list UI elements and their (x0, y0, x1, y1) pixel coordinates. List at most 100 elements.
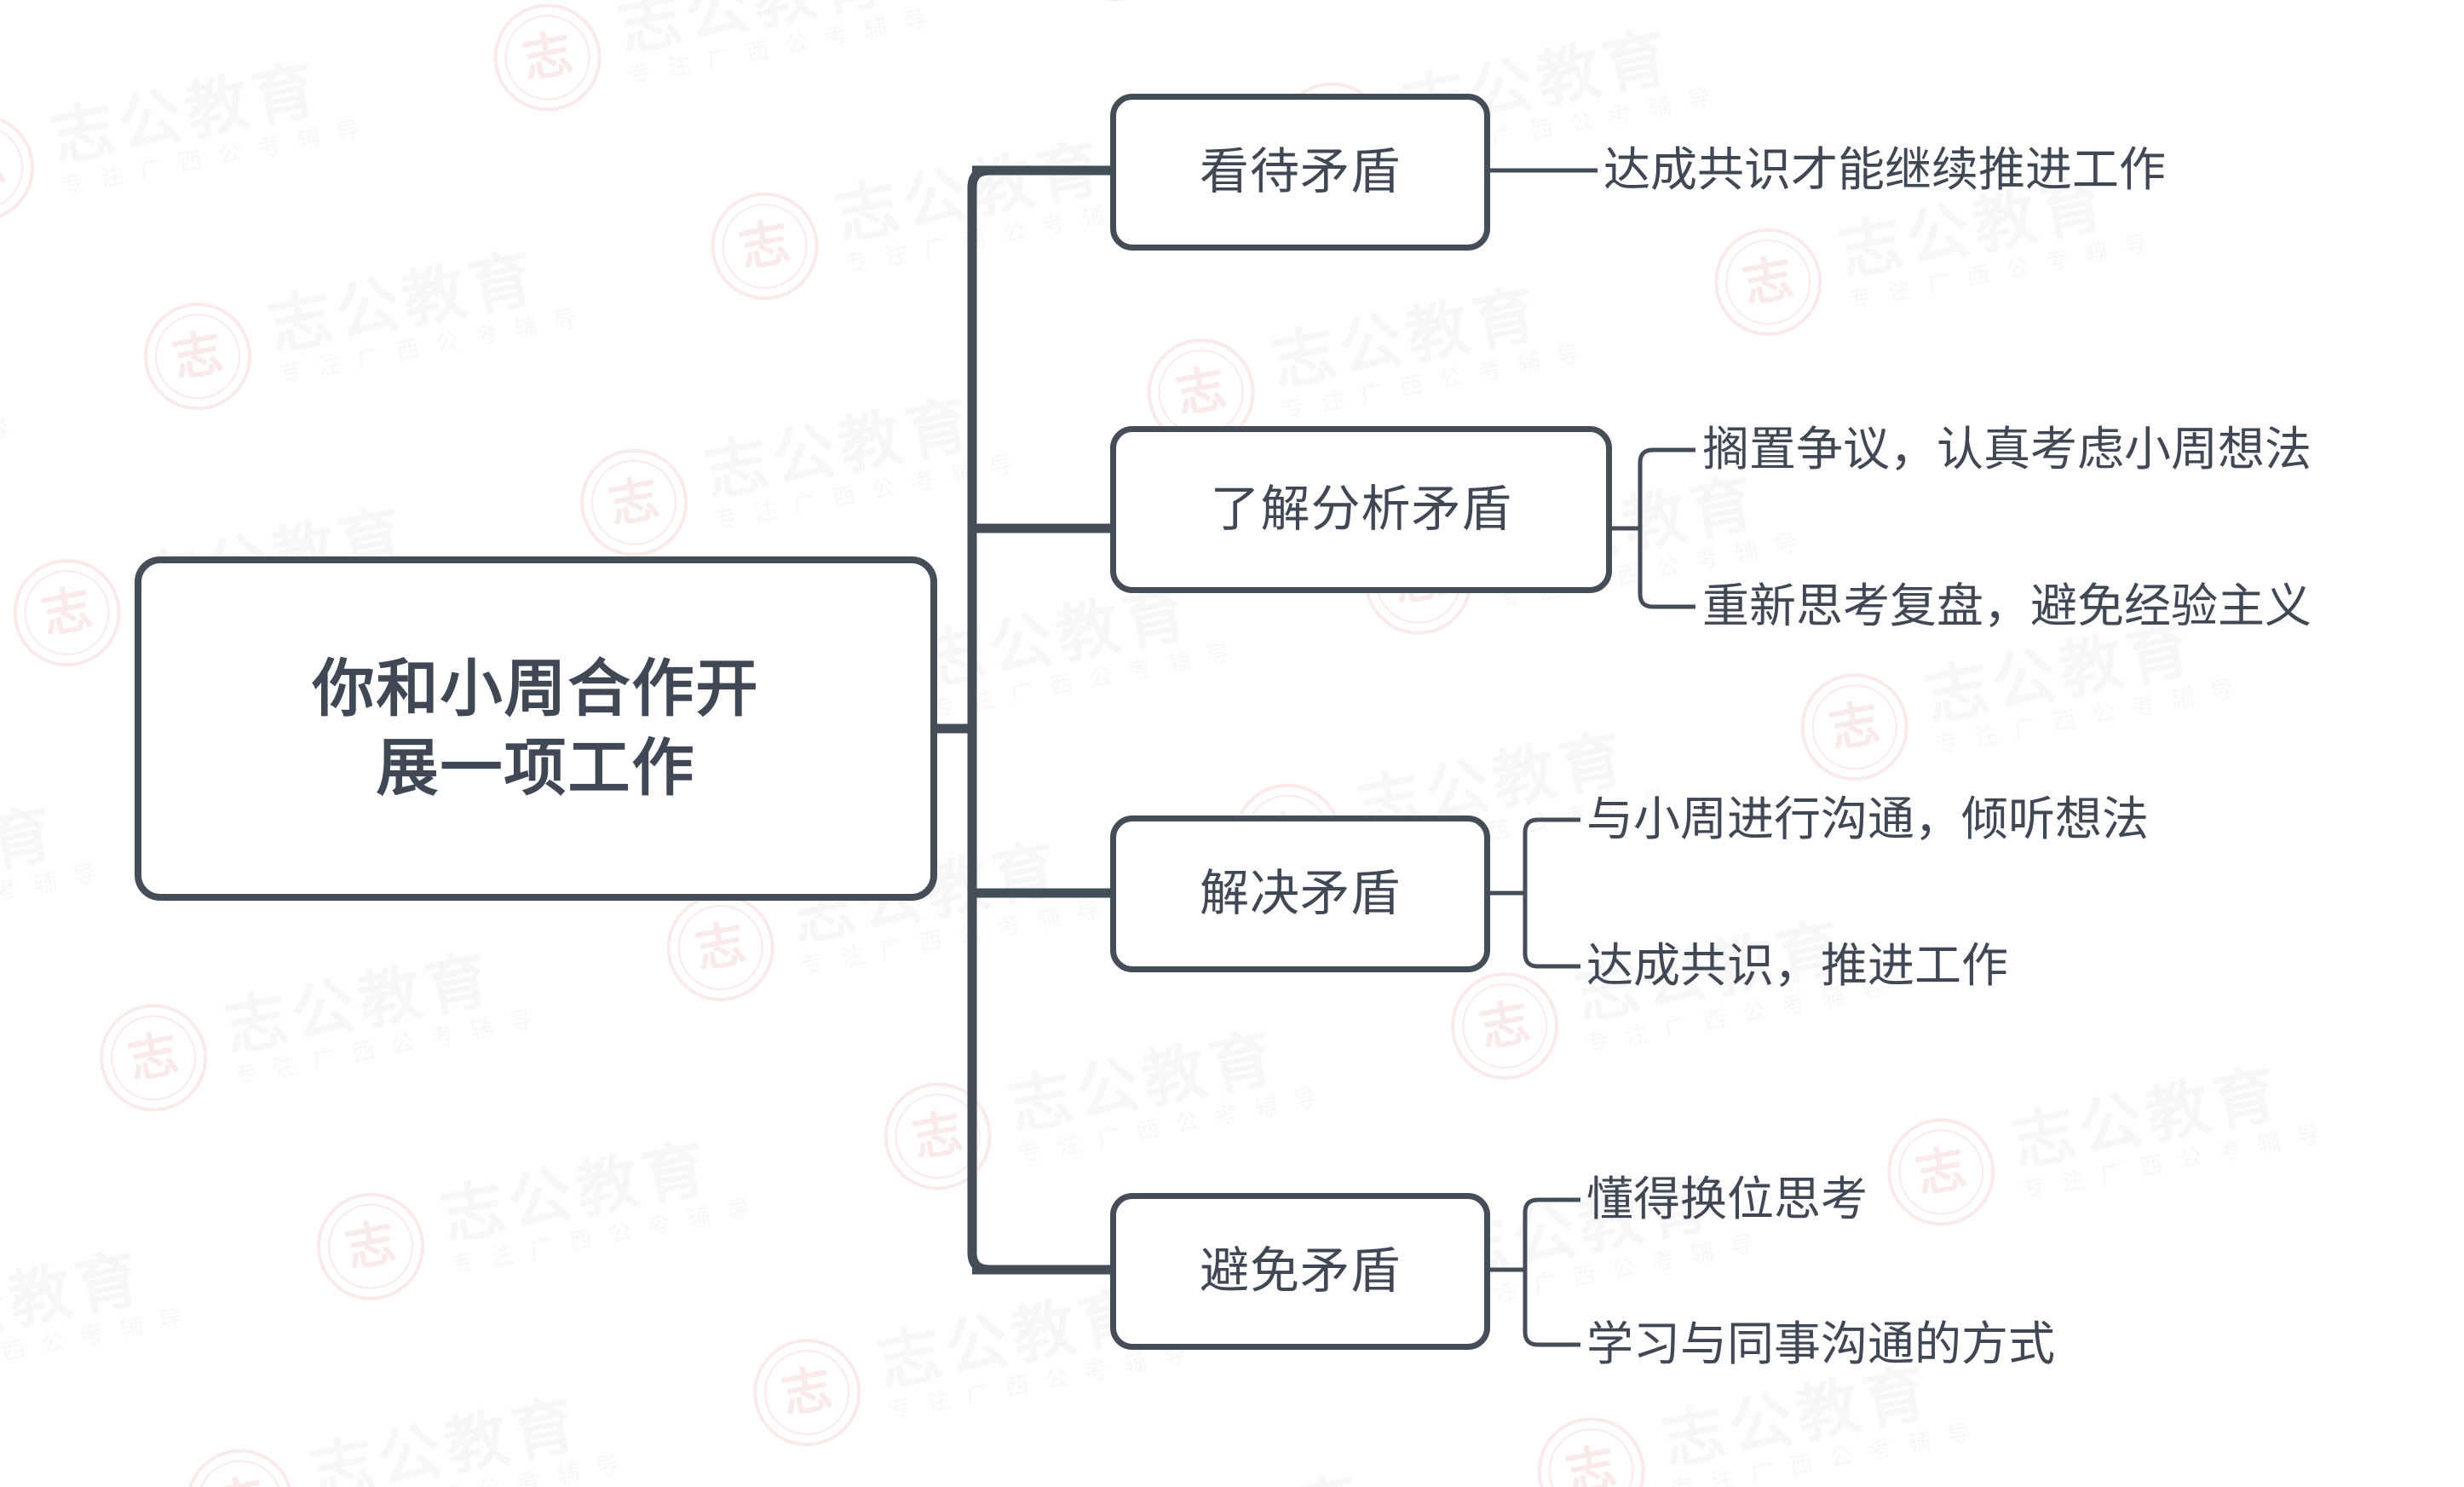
watermark-brand: 志公教育 (829, 130, 1111, 252)
branch-node-1[interactable]: 看待矛盾 (1110, 94, 1490, 251)
watermark-tagline: 专注广西公考辅导 (59, 112, 378, 199)
watermark-tagline: 专注广西公考辅导 (798, 892, 1119, 979)
branch-node-3[interactable]: 解决矛盾 (1110, 816, 1490, 972)
watermark-tagline: 专注广西公考辅导 (0, 411, 29, 499)
watermark-stamp-icon (0, 105, 43, 231)
watermark-unit: 志公教育 专注广西公考辅导 (1051, 0, 1513, 10)
watermark-unit: 志公教育 专注广西公考辅导 (701, 118, 1164, 309)
watermark-stamp-icon (1528, 1408, 1655, 1487)
root-node-label: 你和小周合作开 展一项工作 (313, 649, 760, 809)
watermark-unit: 志公教育 专注广西公考辅导 (176, 1375, 639, 1487)
watermark-brand: 志公教育 (2006, 1056, 2288, 1179)
watermark-tagline: 专注广西公考辅导 (232, 1002, 551, 1089)
branch-node-2-label: 了解分析矛盾 (1210, 481, 1512, 538)
watermark-tagline: 专注广西公考辅导 (1932, 671, 2253, 758)
watermark-text-block: 志公教育 专注广西公考辅导 (0, 346, 29, 499)
watermark-stamp-icon (1878, 1109, 2005, 1236)
watermark-unit: 志公教育 专注广西公考辅导 (1878, 1044, 2340, 1236)
root-node-line-2: 展一项工作 (376, 734, 696, 803)
watermark-unit: 志公教育 专注广西公考辅导 (1442, 897, 1903, 1089)
watermark-text-block: 志公教育 专注广西公考辅导 (45, 48, 378, 199)
watermark-brand: 志公教育 (435, 1131, 717, 1253)
watermark-stamp-icon (308, 1183, 434, 1310)
watermark-unit: 志公教育 专注广西公考辅导 (135, 228, 596, 420)
leaf-label-4-2: 学习与同事沟通的方式 (1586, 1317, 2056, 1370)
watermark-stamp-icon (701, 183, 828, 309)
watermark-text-block: 志公教育 专注广西公考辅导 (916, 571, 1249, 723)
branch-node-4[interactable]: 避免矛盾 (1110, 1193, 1490, 1350)
watermark-brand: 志公教育 (1265, 276, 1547, 399)
watermark-text-block: 志公教育 专注广西公考辅导 (0, 1236, 202, 1388)
watermark-tagline: 专注广西公考辅导 (625, 2, 946, 89)
watermark-unit: 志公教育 专注广西公考辅导 (0, 1229, 203, 1420)
watermark-unit: 志公教育 专注广西公考辅导 (0, 338, 30, 529)
leaf-label-2-2: 重新思考复盘，避免经验主义 (1702, 579, 2312, 632)
connector-leaf-bracket-4 (1523, 1197, 1580, 1347)
leaf-label-4-1: 懂得换位思考 (1586, 1173, 1868, 1225)
root-node[interactable]: 你和小周合作开 展一项工作 (135, 556, 937, 901)
watermark-tagline: 专注广西公考辅导 (1016, 1081, 1336, 1167)
watermark-brand: 志公教育 (612, 0, 894, 64)
watermark-tagline: 专注广西公考辅导 (0, 856, 115, 943)
root-node-line-1: 你和小周合作开 (312, 654, 760, 723)
watermark-text-block: 志公教育 专注广西公考辅导 (304, 1382, 638, 1487)
leaf-label-3-2: 达成共识，推进工作 (1586, 939, 2009, 992)
watermark-text-block: 志公教育 专注广西公考辅导 (2006, 1052, 2340, 1203)
watermark-stamp-icon (657, 885, 784, 1011)
watermark-stamp-icon (484, 0, 611, 121)
watermark-unit: 志公教育 专注广西公考辅导 (0, 39, 380, 231)
watermark-unit: 志公教育 专注广西公考辅导 (874, 1008, 1337, 1200)
watermark-tagline: 专注广西公考辅导 (1452, 1227, 1772, 1314)
watermark-tagline: 专注广西公考辅导 (712, 447, 1033, 534)
watermark-brand: 志公教育 (0, 346, 23, 469)
watermark-stamp-icon (744, 1329, 871, 1456)
watermark-tagline: 专注广西公考辅导 (2019, 1116, 2340, 1203)
watermark-tagline: 专注广西公考辅导 (930, 636, 1249, 723)
watermark-brand: 志公教育 (1089, 1461, 1416, 1487)
connector-leaf-bracket-3 (1523, 817, 1580, 969)
watermark-brand: 志公教育 (218, 942, 500, 1064)
watermark-tagline: 专注广西公考辅导 (449, 1191, 769, 1278)
branch-node-4-label: 避免矛盾 (1199, 1243, 1401, 1300)
watermark-tagline: 专注广西公考辅导 (1669, 1415, 1989, 1487)
watermark-brand: 志公教育 (262, 240, 544, 363)
watermark-brand: 志公教育 (699, 387, 981, 509)
watermark-tagline: 专注广西公考辅导 (1279, 337, 1599, 424)
watermark-text-block: 志公教育 专注广西公考辅导 (1089, 1461, 1422, 1487)
watermark-unit: 志公教育 专注广西公考辅导 (961, 1453, 1423, 1487)
leaf-label-2-1: 搁置争议，认真考虑小周想法 (1702, 423, 2312, 475)
watermark-tagline: 专注广西公考辅导 (1846, 227, 2167, 314)
watermark-row: 志公教育 专注广西公考辅导 志公教育 专注广西公考辅导 志公教育 专注广西公考辅… (0, 0, 2464, 84)
watermark-unit: 志公教育 专注广西公考辅导 (90, 930, 552, 1121)
watermark-unit: 志公教育 专注广西公考辅导 (484, 0, 947, 121)
branch-node-2[interactable]: 了解分析矛盾 (1110, 426, 1612, 593)
watermark-text-block: 志公教育 专注广西公考辅导 (435, 1126, 769, 1278)
watermark-unit: 志公教育 专注广西公考辅导 (0, 783, 116, 974)
watermark-stamp-icon (1051, 0, 1178, 10)
connector-leaf-bracket-2 (1638, 447, 1695, 609)
leaf-label-1-1: 达成共识才能继续推进工作 (1603, 143, 2167, 196)
watermark-stamp-icon (135, 293, 261, 420)
watermark-stamp-icon (1705, 219, 1832, 345)
watermark-brand: 志公教育 (0, 796, 64, 918)
watermark-text-block: 志公教育 专注广西公考辅导 (1003, 1016, 1336, 1167)
watermark-stamp-icon (90, 994, 216, 1121)
watermark-tagline: 专注广西公考辅导 (885, 1337, 1206, 1424)
watermark-tagline: 专注广西公考辅导 (0, 1301, 202, 1388)
watermark-brand: 志公教育 (304, 1387, 586, 1487)
connector-trunk (967, 165, 1010, 1275)
watermark-text-block: 志公教育 专注广西公考辅导 (1265, 272, 1599, 424)
watermark-stamp-icon (176, 1439, 303, 1487)
watermark-text-block: 志公教育 专注广西公考辅导 (262, 236, 596, 388)
watermark-brand: 志公教育 (45, 52, 327, 174)
branch-node-1-label: 看待矛盾 (1199, 144, 1401, 200)
watermark-text-block: 志公教育 专注广西公考辅导 (699, 382, 1032, 533)
leaf-label-3-1: 与小周进行沟通，倾听想法 (1586, 792, 2150, 845)
watermark-unit: 志公教育 专注广西公考辅导 (308, 1118, 769, 1310)
branch-node-3-label: 解决矛盾 (1199, 866, 1401, 922)
watermark-stamp-icon (1791, 664, 1918, 791)
watermark-text-block: 志公教育 专注广西公考辅导 (1656, 1351, 1989, 1487)
watermark-unit: 志公教育 专注广西公考辅导 (571, 374, 1033, 566)
watermark-tagline: 专注广西公考辅导 (319, 1448, 638, 1487)
